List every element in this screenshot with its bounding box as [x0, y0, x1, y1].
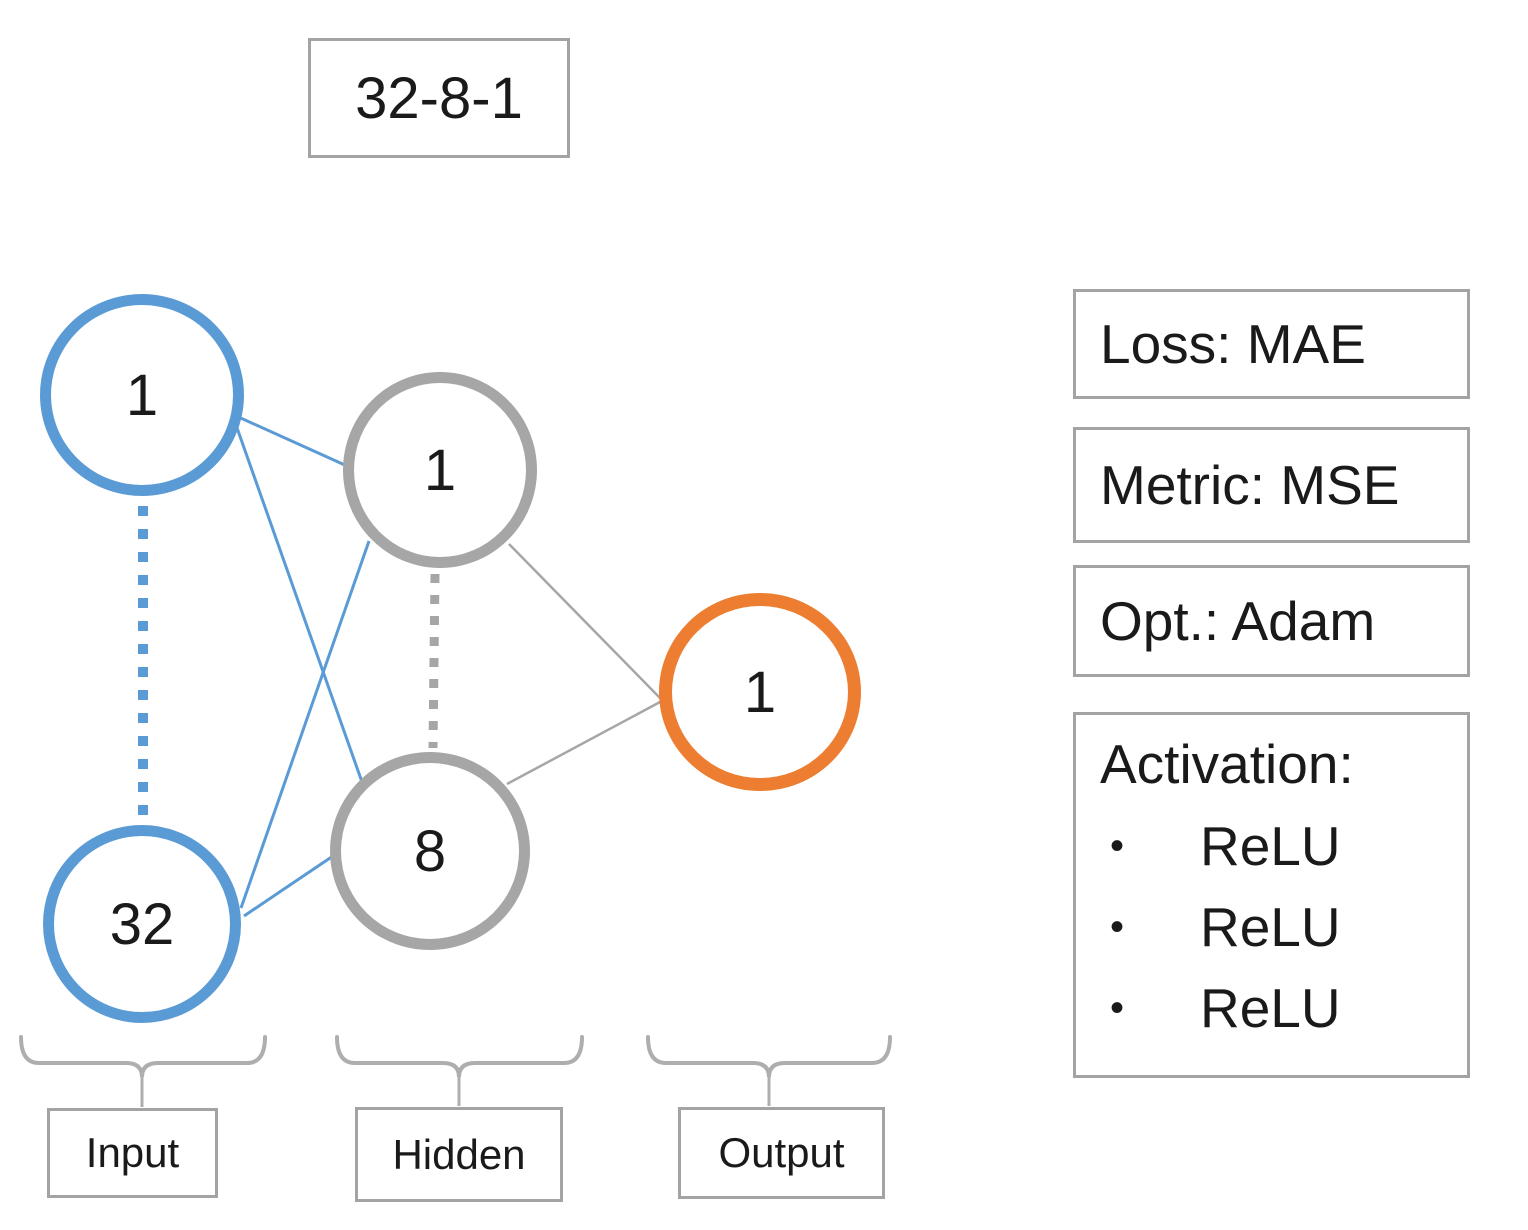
input-layer-label-box: Input: [47, 1108, 218, 1198]
hidden-layer-label-box: Hidden: [355, 1107, 563, 1202]
activation-list: ReLU ReLU ReLU: [1100, 805, 1457, 1048]
bullet-icon: [1110, 907, 1200, 947]
hidden-node-bottom: 8: [330, 752, 530, 950]
optimizer-text: Opt.: Adam: [1100, 590, 1376, 652]
activation-value: ReLU: [1200, 814, 1341, 877]
activation-value: ReLU: [1200, 976, 1341, 1039]
input-layer-brace: [19, 1035, 267, 1078]
input-node-bottom-label: 32: [109, 891, 175, 957]
loss-text: Loss: MAE: [1100, 313, 1366, 375]
activation-box: Activation: ReLU ReLU ReLU: [1073, 712, 1470, 1078]
hidden-node-bottom-label: 8: [413, 818, 447, 884]
metric-text: Metric: MSE: [1100, 454, 1400, 516]
architecture-title: 32-8-1: [355, 65, 523, 131]
edge-hidden8-to-output: [506, 700, 661, 786]
output-layer-label-box: Output: [678, 1107, 885, 1199]
input-node-top-label: 1: [125, 362, 159, 428]
edge-input32-to-hidden1: [239, 540, 371, 909]
activation-list-item: ReLU: [1100, 805, 1457, 886]
edge-input1-to-hidden8: [234, 424, 364, 783]
loss-box: Loss: MAE: [1073, 289, 1470, 399]
activation-value: ReLU: [1200, 895, 1341, 958]
output-layer-brace: [646, 1035, 892, 1078]
architecture-title-box: 32-8-1: [308, 38, 570, 158]
activation-list-item: ReLU: [1100, 967, 1457, 1048]
edge-input1-to-hidden1: [233, 413, 348, 468]
input-node-top: 1: [40, 294, 244, 496]
optimizer-box: Opt.: Adam: [1073, 565, 1470, 677]
output-node-label: 1: [743, 659, 777, 725]
metric-box: Metric: MSE: [1073, 427, 1470, 543]
hidden-layer-label: Hidden: [392, 1130, 526, 1178]
hidden-node-top-label: 1: [423, 437, 457, 503]
output-layer-label: Output: [718, 1129, 845, 1176]
output-node: 1: [659, 593, 861, 791]
bullet-icon: [1110, 988, 1200, 1028]
hidden-node-top: 1: [343, 372, 537, 568]
edge-input32-to-hidden8: [243, 854, 334, 918]
activation-list-item: ReLU: [1100, 886, 1457, 967]
activation-heading: Activation:: [1100, 733, 1354, 795]
edge-hidden1-to-output: [508, 543, 661, 699]
bullet-icon: [1110, 826, 1200, 866]
input-layer-label: Input: [85, 1129, 180, 1176]
input-node-bottom: 32: [43, 825, 241, 1023]
hidden-layer-ellipsis-dots: [428, 573, 440, 749]
hidden-layer-brace: [335, 1035, 584, 1078]
